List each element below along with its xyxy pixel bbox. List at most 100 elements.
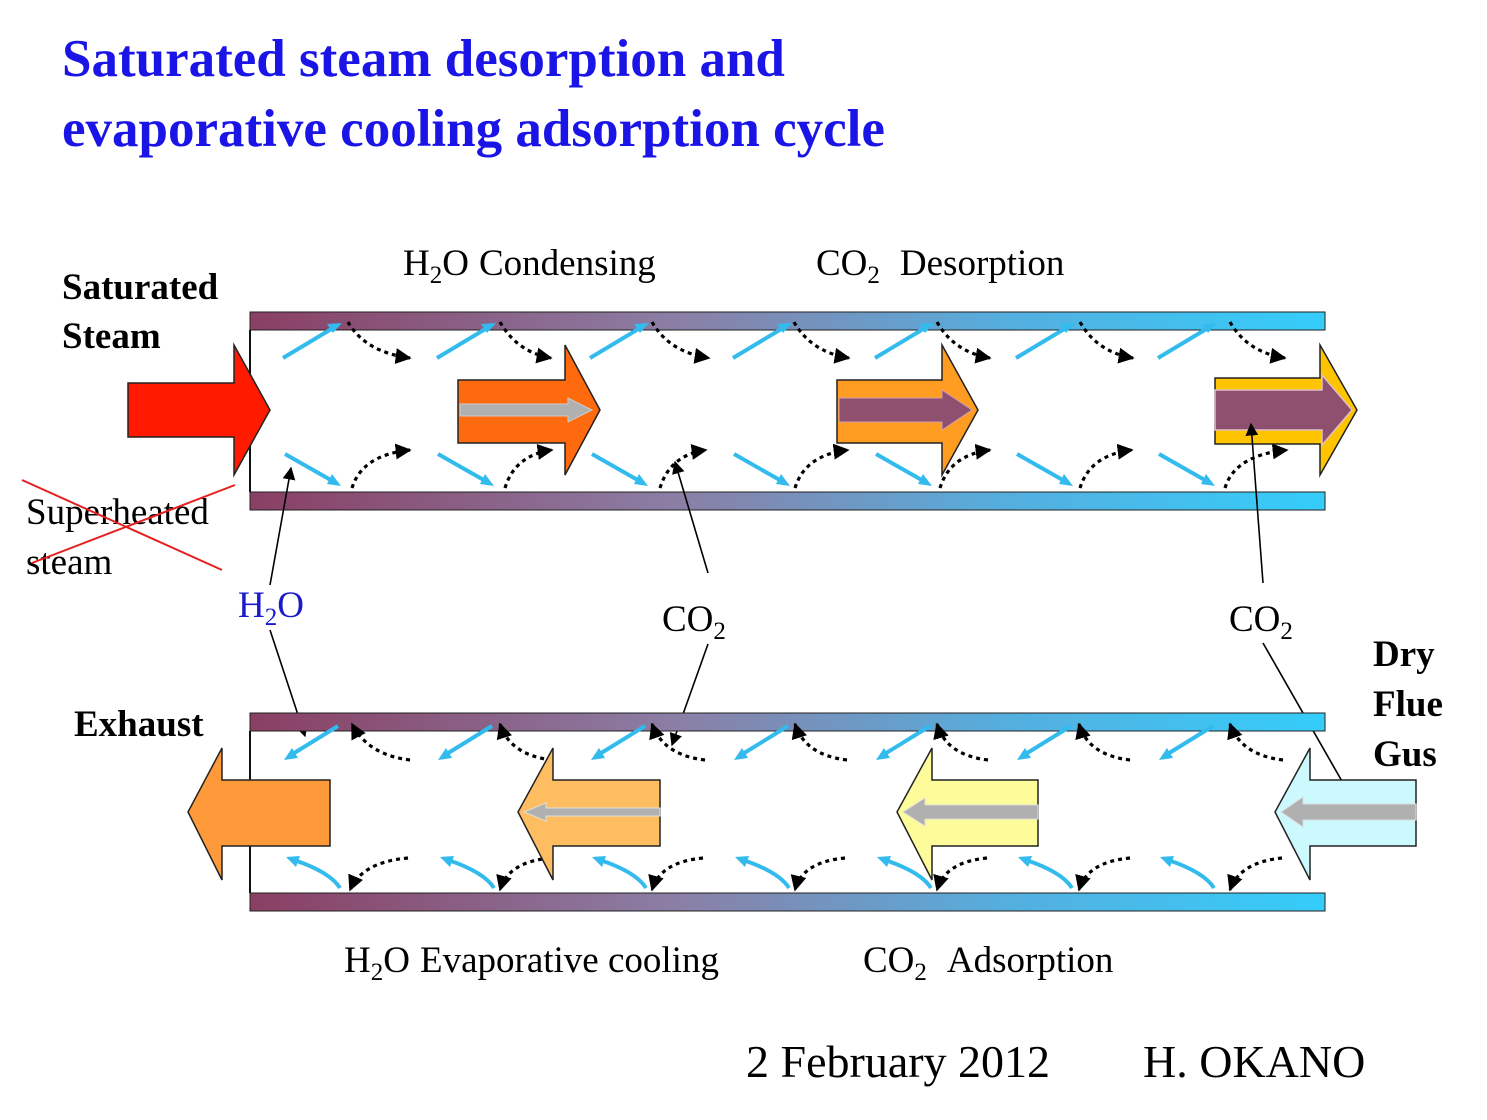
saturated-steam-label-line-1: Saturated: [62, 267, 219, 308]
saturated-steam-label-line-2: Steam: [62, 316, 161, 357]
h2o-callout-tail: O: [277, 585, 304, 626]
co2-arrow-upper-top-3: [650, 321, 711, 364]
co2-arrow-upper-top-5: [935, 321, 992, 364]
h2o-arrow-upper-top-1: [281, 323, 342, 360]
co2-arrow-upper-bot-7: [1223, 443, 1289, 489]
co2-arrow-lower-bot-1: [348, 856, 409, 892]
h2o-arrow-lower-top-5: [876, 724, 932, 760]
superheated-label-line-1: Superheated: [26, 492, 209, 533]
co2-arrow-upper-bot-4: [793, 443, 850, 489]
h2o-arrow-upper-top-7: [1156, 323, 1217, 360]
h2o-arrow-upper-bot-5: [875, 452, 932, 486]
upper-zone-2-subscript: 2: [867, 262, 880, 289]
co2-arrow-lower-bot-6: [1075, 856, 1131, 892]
exhaust-label: Exhaust: [74, 704, 204, 745]
co2-arrow-lower-top-5: [933, 722, 989, 762]
co2-arrow-upper-top-1: [346, 321, 412, 365]
lower-h2o-arrows: [284, 724, 1216, 890]
footer-author: H. OKANO: [1143, 1036, 1365, 1087]
h2o-callout-sub: 2: [265, 604, 278, 631]
flow-arrow-upper-2: [836, 342, 979, 478]
lower-zone-1-species-tail: O: [383, 940, 410, 981]
dry-flue-label-line-1: Dry: [1373, 634, 1435, 675]
h2o-arrow-upper-bot-7: [1158, 452, 1215, 486]
h2o-arrow-lower-bot-1: [286, 856, 342, 890]
strikethrough-line-1: [21, 479, 223, 571]
h2o-arrow-lower-top-4: [734, 724, 790, 760]
upper-tube-top-wall: [249, 311, 1326, 331]
co2-arrow-upper-top-4: [792, 321, 851, 364]
h2o-arrow-lower-top-1: [284, 724, 340, 760]
upper-zone-2-species: CO: [816, 243, 867, 284]
upper-co2-arrows: [346, 321, 1289, 489]
co2-arrow-lower-bot-2: [496, 856, 551, 892]
h2o-arrow-lower-bot-3: [592, 856, 648, 890]
co2-arrow-lower-bot-5: [933, 856, 988, 892]
page-title: Saturated steam desorption and evaporati…: [62, 24, 885, 164]
h2o-arrow-upper-top-5: [873, 323, 934, 360]
upper-tube-bottom-wall: [249, 491, 1326, 511]
co2-arrow-upper-bot-6: [1078, 443, 1134, 489]
lower-zone-2-process: Adsorption: [947, 940, 1114, 981]
title-line-1: Saturated steam desorption and: [62, 30, 785, 88]
h2o-arrow-lower-top-7: [1159, 724, 1215, 760]
co2-callout-right-label: CO2: [1229, 599, 1293, 645]
co2-arrow-lower-top-1: [350, 722, 411, 762]
co2-arrow-upper-bot-3: [658, 444, 708, 489]
lower-zone-2-subscript: 2: [914, 959, 927, 986]
strikethrough-line-2: [31, 484, 236, 564]
co2-arrow-lower-bot-4: [790, 856, 846, 892]
co2-arrow-upper-bot-2: [503, 444, 554, 489]
upper-zone-2-label: CO2 Desorption: [816, 243, 1064, 289]
h2o-arrow-lower-top-6: [1017, 724, 1073, 760]
upper-h2o-arrows: [281, 323, 1217, 486]
lower-tube-bottom-wall: [249, 892, 1326, 912]
co2-right-leader-up: [1245, 422, 1264, 584]
h2o-arrow-upper-top-2: [435, 323, 496, 360]
co2-arrow-upper-bot-1: [350, 443, 412, 489]
h2o-arrow-upper-bot-6: [1016, 452, 1073, 486]
h2o-arrow-upper-bot-3: [591, 452, 648, 486]
saturated-steam-inlet-arrow: [127, 342, 271, 478]
h2o-arrow-lower-bot-4: [735, 856, 791, 890]
flow-arrow-lower-2: [896, 747, 1039, 881]
dry-flue-label-line-3: Gus: [1373, 734, 1437, 775]
upper-zone-2-process: Desorption: [900, 243, 1064, 284]
title-line-2: evaporative cooling adsorption cycle: [62, 100, 885, 158]
flow-arrow-lower-3-dry-flue-gas: [1274, 747, 1417, 881]
upper-zone-1-subscript: 2: [430, 262, 443, 289]
callout-leaders: [269, 422, 1356, 806]
flow-arrow-upper-3: [1214, 342, 1358, 478]
upper-zone-1-species-tail: O: [442, 243, 469, 284]
co2-arrow-lower-bot-3: [648, 856, 704, 892]
co2-middle-sub: 2: [713, 618, 726, 645]
co2-arrow-lower-top-6: [1075, 722, 1131, 762]
h2o-callout-label: H2O: [238, 585, 304, 631]
co2-arrow-upper-top-6: [1078, 321, 1135, 364]
h2o-arrow-upper-bot-1: [284, 452, 341, 486]
lower-tube-top-wall: [249, 712, 1326, 732]
lower-tube: [249, 712, 1326, 912]
dry-flue-label-line-2: Flue: [1373, 684, 1443, 725]
h2o-arrow-upper-top-4: [731, 323, 792, 360]
h2o-arrow-upper-top-6: [1014, 323, 1075, 360]
upper-zone-1-process: Condensing: [479, 243, 656, 284]
exhaust-outlet-arrow: [187, 747, 331, 881]
co2-arrow-upper-top-7: [1228, 321, 1287, 364]
co2-right-main: CO: [1229, 599, 1280, 640]
co2-callout-middle-label: CO2: [662, 599, 726, 645]
lower-zone-1-subscript: 2: [371, 959, 384, 986]
h2o-arrow-lower-bot-7: [1160, 856, 1216, 890]
co2-right-sub: 2: [1280, 618, 1293, 645]
co2-arrow-upper-top-2: [498, 321, 553, 364]
superheated-steam-struck-label: Superheated steam: [21, 479, 236, 583]
h2o-arrow-upper-top-3: [588, 323, 649, 360]
co2-arrow-upper-bot-5: [938, 443, 992, 489]
h2o-arrow-upper-bot-2: [437, 452, 494, 486]
co2-middle-main: CO: [662, 599, 713, 640]
lower-zone-1-process: Evaporative cooling: [420, 940, 719, 981]
h2o-arrow-lower-bot-5: [877, 856, 933, 890]
upper-zone-1-species: H: [403, 243, 430, 284]
